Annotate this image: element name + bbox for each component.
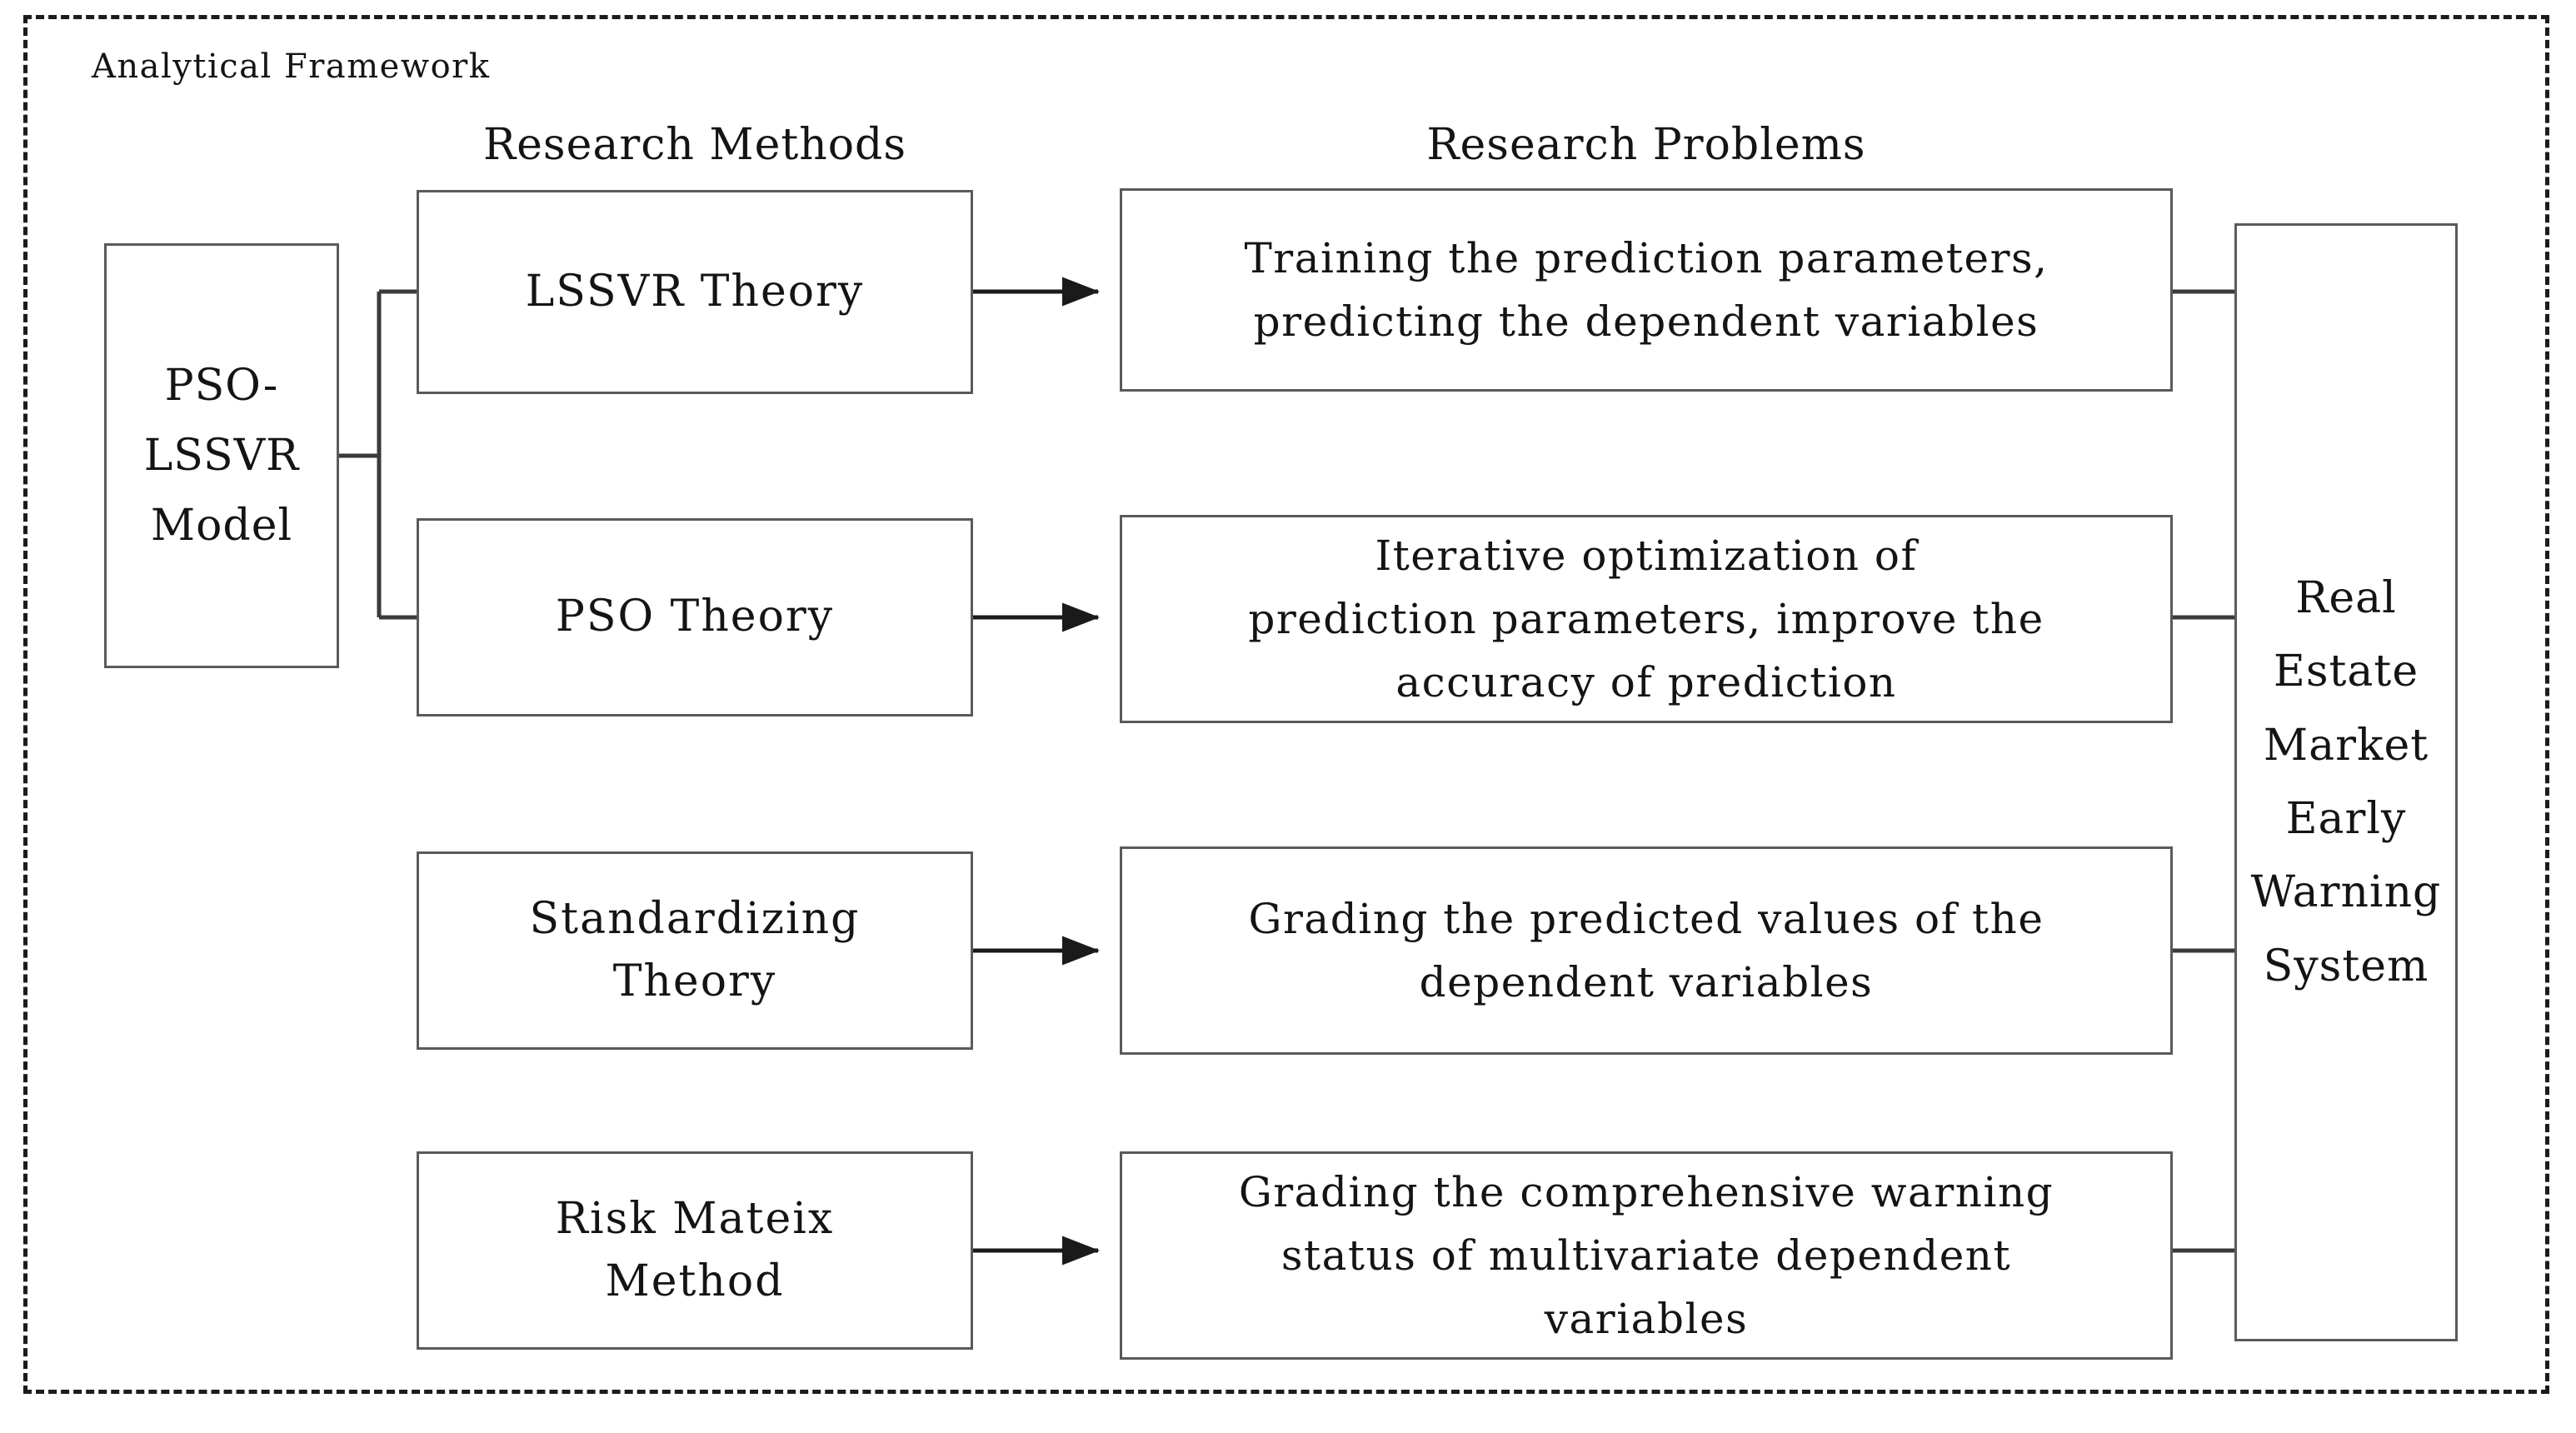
framework-title: Analytical Framework: [92, 47, 491, 86]
node-pso-lssvr-model-label: PSO- LSSVR Model: [143, 360, 300, 552]
node-problem-2-label: Iterative optimization of prediction par…: [1248, 532, 2044, 707]
node-problem-training-prediction[interactable]: Training the prediction parameters, pred…: [1120, 188, 2173, 392]
column-title-research-problems: Research Problems: [1426, 120, 1866, 170]
node-system-label: Real Estate Market Early Warning System: [2250, 572, 2442, 991]
node-pso-lssvr-model[interactable]: PSO- LSSVR Model: [104, 243, 339, 668]
node-lssvr-theory-label: LSSVR Theory: [525, 266, 865, 317]
node-lssvr-theory[interactable]: LSSVR Theory: [417, 190, 973, 394]
node-problem-grading-comprehensive-warning[interactable]: Grading the comprehensive warning status…: [1120, 1151, 2173, 1360]
node-problem-1-label: Training the prediction parameters, pred…: [1244, 234, 2049, 346]
node-risk-mateix-method[interactable]: Risk Mateix Method: [417, 1151, 973, 1350]
node-pso-theory-label: PSO Theory: [555, 592, 835, 642]
node-problem-3-label: Grading the predicted values of the depe…: [1248, 895, 2044, 1006]
node-standardizing-theory-label: Standardizing Theory: [529, 893, 861, 1006]
node-pso-theory[interactable]: PSO Theory: [417, 518, 973, 716]
node-problem-iterative-optimization[interactable]: Iterative optimization of prediction par…: [1120, 515, 2173, 723]
node-problem-4-label: Grading the comprehensive warning status…: [1238, 1168, 2054, 1343]
analytical-framework-border: [23, 15, 2549, 1394]
node-problem-grading-predicted-values[interactable]: Grading the predicted values of the depe…: [1120, 846, 2173, 1055]
node-risk-mateix-method-label: Risk Mateix Method: [555, 1193, 835, 1306]
node-real-estate-market-early-warning-system[interactable]: Real Estate Market Early Warning System: [2234, 223, 2458, 1341]
column-title-research-methods: Research Methods: [482, 120, 907, 170]
node-standardizing-theory[interactable]: Standardizing Theory: [417, 851, 973, 1050]
